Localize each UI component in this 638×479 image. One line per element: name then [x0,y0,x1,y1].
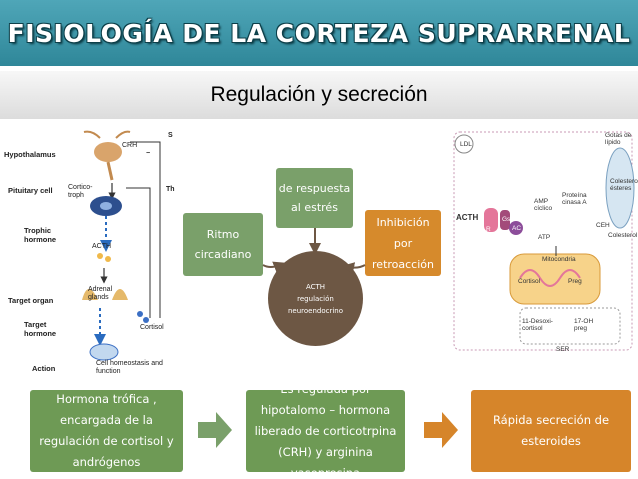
regulacion-hipotalamo-box: Es regulada por hipotalomo – hormona lib… [246,390,405,472]
crh-label: CRH [122,142,138,149]
gs-label: Gs [502,216,511,223]
minus-label: − [146,150,151,157]
cell-homeostasis-label: Cell homeostasis and function [96,360,163,375]
inhibicion-retroaccion-text: Inhibición por retroacción [372,215,434,271]
preg-label: Preg [568,278,582,285]
ac-label: AC [512,225,522,232]
rapida-secrecion-text: Rápida secreción de esteroides [492,413,610,448]
trophic-hormone-label: Trophic hormone [24,226,57,244]
steroidogenesis-diagram: LDL Gotas de lípido ACTH AMP cíclico Pro… [450,128,638,368]
colesterol-esteres-label: Colesterol ésteres [610,178,638,192]
corticotroph-label: Cortico-troph [68,184,93,199]
target-organ-label: Target organ [8,296,54,305]
s-label: S [168,132,173,139]
action-label: Action [32,364,56,373]
receptor-shape [484,208,498,232]
regulacion-hipotalamo-text: Es regulada por hipotalomo – hormona lib… [254,390,397,472]
ser-label: SER [556,346,570,353]
oh-preg-label: 17-OH preg [574,318,594,332]
cortisol-label: Cortisol [140,324,164,331]
mitochondria-shape [509,253,601,305]
cortisol-right-label: Cortisol [518,278,541,285]
hypothalamus-neuron-shape [94,142,122,162]
ceh-label: CEH [596,222,610,229]
respuesta-estres-text: de respuesta al estrés [278,182,351,214]
hpa-axis-figure [82,130,161,361]
slide-subtitle: Regulación y secreción [210,83,428,106]
circle-acth-text: ACTH [305,282,326,291]
center-connector-arrows [262,228,366,275]
rapida-secrecion-box: Rápida secreción de esteroides [471,390,631,472]
atp-label: ATP [538,234,551,241]
inhibicion-retroaccion-box: Inhibición por retroacción [365,210,441,276]
title-bar: FISIOLOGÍA DE LA CORTEZA SUPRARRENAL [0,0,638,66]
mitocondria-label: Mitocondria [542,256,576,263]
hpa-axis-diagram: Hypothalamus Pituitary cell Trophic horm… [0,128,180,378]
adrenal-cell-figure [453,131,635,351]
acth-label: ACTH [92,243,112,250]
desoxicortisol-label: 11-Desoxi-cortisol [522,318,553,332]
flow-arrow-2 [424,412,458,448]
lipid-droplet-shape [605,147,635,229]
hormona-trofica-text: Hormona trófica , encargada de la regula… [39,392,174,469]
hormona-trofica-box: Hormona trófica , encargada de la regula… [30,390,183,472]
slide-title: FISIOLOGÍA DE LA CORTEZA SUPRARRENAL [7,18,631,48]
target-hormone-label: Target hormone [24,320,57,338]
proteina-label: Proteína cinasa A [562,192,587,206]
respuesta-estres-box: de respuesta al estrés [276,168,353,228]
th-label: Th [166,186,175,193]
acth-right-label: ACTH [456,213,479,222]
circle-regulacion-text: regulación [297,294,334,303]
ldl-label: LDL [460,141,472,148]
hypothalamus-label: Hypothalamus [4,150,56,159]
gotas-label: Gotas de lípido [605,132,632,146]
ritmo-circadiano-text: Ritmo circadiano [194,227,252,261]
amp-label: AMP cíclico [534,198,553,212]
flow-arrow-1 [198,412,232,448]
adrenal-gland-left [82,289,98,300]
adrenal-glands-label: Adrenal glands [88,286,113,301]
r-label: R [486,226,491,233]
colesterol-label: Colesterol [608,232,638,239]
subtitle-bar: Regulación y secreción [0,71,638,119]
pituitary-cell-label: Pituitary cell [8,186,53,195]
adrenal-gland-right [112,289,128,300]
ritmo-circadiano-box: Ritmo circadiano [183,213,263,276]
circle-neuroendocrino-text: neuroendocrino [287,306,344,315]
